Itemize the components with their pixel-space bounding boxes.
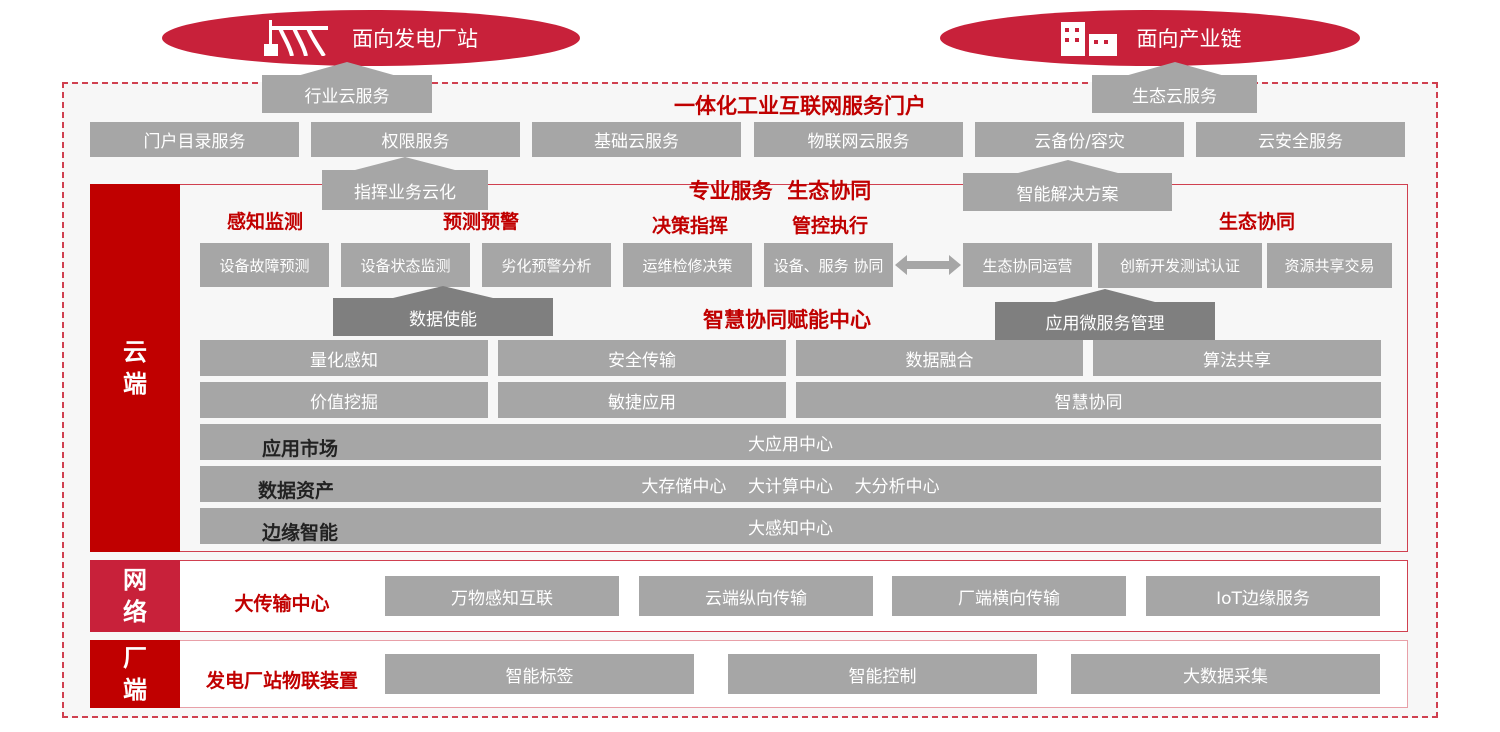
pointer-arrow (297, 62, 397, 76)
industry-chain-target: 面向产业链 (940, 10, 1360, 66)
portal-service: 云安全服务 (1196, 122, 1405, 157)
cloud-service: 资源共享交易 (1267, 243, 1392, 288)
power-plant-target: 面向发电厂站 (162, 10, 580, 66)
cloud-service: 运维检修决策 (623, 243, 752, 287)
cloud-side-label: 云端 (90, 184, 180, 552)
power-plant-label: 面向发电厂站 (352, 27, 478, 51)
grid-cell: 安全传输 (498, 340, 786, 376)
command-cloud-box: 指挥业务云化 (322, 170, 488, 210)
building-icon (1060, 22, 1117, 56)
microservice-box: 应用微服务管理 (995, 302, 1215, 340)
network-item: 厂端横向传输 (892, 576, 1126, 616)
cloud-service: 创新开发测试认证 (1098, 243, 1262, 288)
grid-cell: 智慧协同 (796, 382, 1381, 418)
category-label: 感知监测 (226, 211, 304, 233)
layer-bar: 大感知中心 (200, 508, 1381, 544)
layer-label: 边缘智能 (261, 522, 339, 544)
cloud-service: 设备、服务 协同 (764, 243, 893, 287)
layer-bar: 大存储中心 大计算中心 大分析中心 (200, 466, 1381, 502)
data-enable-box: 数据使能 (333, 298, 553, 336)
layer-label: 应用市场 (261, 438, 339, 460)
cloud-title: 专业服务 生态协同 (688, 179, 872, 203)
cloud-service: 生态协同运营 (963, 243, 1092, 287)
ecosystem-cloud-service: 生态云服务 (1092, 75, 1257, 113)
category-label: 预测预警 (442, 211, 520, 233)
cloud-service: 设备状态监测 (341, 243, 470, 287)
plant-item: 智能标签 (385, 654, 694, 694)
category-label: 管控执行 (791, 215, 869, 237)
pointer-arrow (1018, 160, 1118, 173)
plant-item: 大数据采集 (1071, 654, 1380, 694)
category-label: 生态协同 (1218, 211, 1296, 233)
portal-service: 物联网云服务 (754, 122, 963, 157)
portal-service: 基础云服务 (532, 122, 741, 157)
grid-cell: 数据融合 (796, 340, 1083, 376)
plant-side-label: 厂端 (90, 640, 180, 708)
plant-item: 智能控制 (728, 654, 1037, 694)
pointer-arrow (355, 157, 455, 170)
layer-bar: 大应用中心 (200, 424, 1381, 460)
network-item: 万物感知互联 (385, 576, 619, 616)
portal-service: 权限服务 (311, 122, 520, 157)
cloud-service: 劣化预警分析 (482, 243, 611, 287)
pointer-arrow (393, 286, 493, 298)
category-label: 决策指挥 (651, 215, 729, 237)
industry-chain-label: 面向产业链 (1136, 27, 1242, 51)
grid-cell: 价值挖掘 (200, 382, 488, 418)
cloud-service: 设备故障预测 (200, 243, 329, 287)
industry-cloud-service: 行业云服务 (262, 75, 432, 113)
grid-cell: 量化感知 (200, 340, 488, 376)
network-item: IoT边缘服务 (1146, 576, 1380, 616)
pointer-arrow (1055, 289, 1155, 302)
plant-title: 发电厂站物联装置 (205, 670, 359, 692)
center-title: 智慧协同赋能中心 (703, 308, 871, 332)
double-arrow-icon (895, 255, 961, 275)
layer-label: 数据资产 (257, 480, 335, 502)
grid-cell: 敏捷应用 (498, 382, 786, 418)
portal-service: 门户目录服务 (90, 122, 299, 157)
portal-service: 云备份/容灾 (975, 122, 1184, 157)
portal-title: 一体化工业互联网服务门户 (674, 94, 926, 118)
network-title: 大传输中心 (234, 593, 330, 615)
power-plant-icon (264, 20, 328, 56)
smart-solution-box: 智能解决方案 (963, 173, 1172, 211)
network-side-label: 网络 (90, 560, 180, 632)
network-item: 云端纵向传输 (639, 576, 873, 616)
pointer-arrow (1125, 62, 1225, 76)
grid-cell: 算法共享 (1093, 340, 1381, 376)
